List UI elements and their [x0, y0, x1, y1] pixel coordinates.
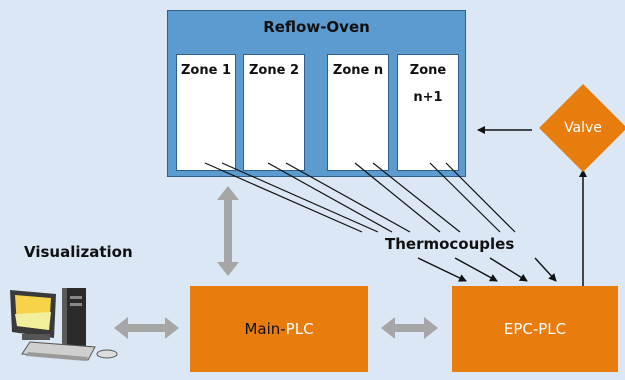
- zone-n-plus-1-label-line2: n+1: [413, 90, 443, 105]
- thermocouple-arrow-4: [534, 257, 557, 282]
- zone-n-plus-1-label-line1: Zone: [409, 63, 447, 78]
- zone-1-box: [176, 54, 236, 171]
- grey-connectors: [114, 186, 438, 339]
- thermocouple-line-zonen1-a: [429, 162, 501, 233]
- zone-2-label: Zone 2: [248, 63, 299, 78]
- thermocouple-line-zone2-a: [267, 162, 393, 233]
- main-plc-box: Main-PLC: [190, 286, 368, 372]
- thermocouple-line-zone1-a: [204, 162, 363, 233]
- reflow-oven-title: Reflow-Oven: [263, 18, 370, 36]
- thermocouple-line-zone1-b: [221, 162, 379, 233]
- thermocouple-lines: [204, 162, 516, 233]
- mainplc-epcplc-double-arrow: [381, 317, 438, 339]
- desktop-computer-icon: [10, 288, 118, 361]
- visualization-label: Visualization: [24, 243, 133, 261]
- epc-plc-label: EPC-PLC: [503, 320, 567, 338]
- thermocouple-arrow-3: [489, 257, 528, 282]
- computer-mainplc-double-arrow: [114, 317, 179, 339]
- valve-diamond: [539, 84, 625, 172]
- zone-n-box: [327, 54, 389, 171]
- thermocouple-line-zonen-b: [372, 162, 461, 233]
- main-plc-label-prefix: Main-: [244, 320, 286, 338]
- thermocouple-line-zonen1-b: [445, 162, 516, 233]
- zone-n-label: Zone n: [332, 63, 384, 78]
- thermocouple-arrow-1: [417, 257, 467, 282]
- oven-mainplc-double-arrow: [217, 186, 239, 276]
- zone-n-plus-1-box: [397, 54, 459, 171]
- thermocouple-arrows: [417, 257, 557, 282]
- main-plc-label-suffix: PLC: [285, 320, 314, 338]
- zone-1-label: Zone 1: [180, 63, 231, 78]
- thermocouple-arrow-2: [454, 257, 498, 282]
- thermocouple-line-zonen-a: [354, 162, 441, 233]
- epc-plc-box: EPC-PLC: [452, 286, 618, 372]
- zone-2-box: [243, 54, 305, 171]
- valve-label: Valve: [564, 120, 602, 136]
- thermocouple-line-zone2-b: [285, 162, 411, 233]
- thermocouples-label: Thermocouples: [385, 235, 515, 253]
